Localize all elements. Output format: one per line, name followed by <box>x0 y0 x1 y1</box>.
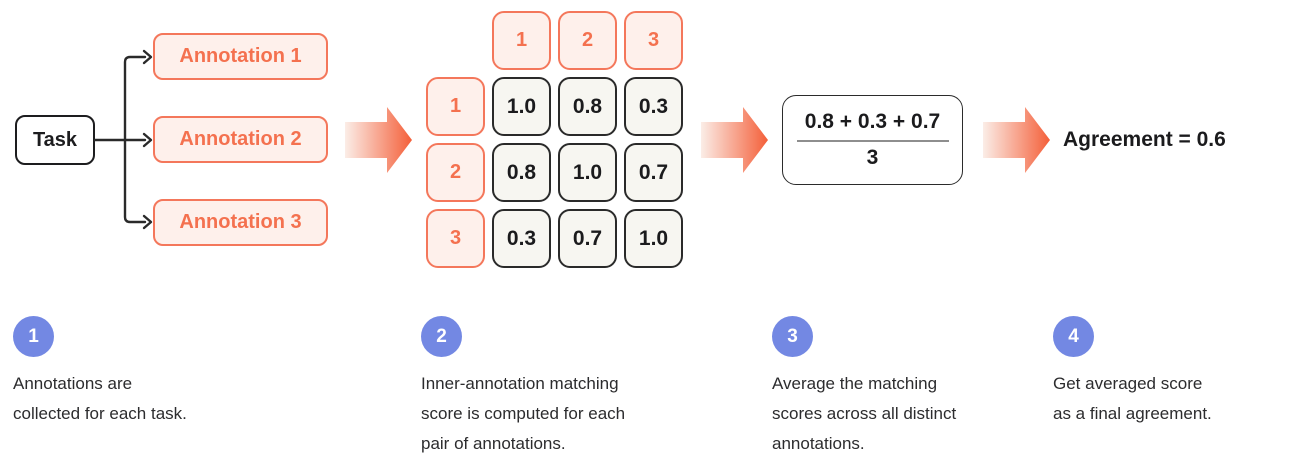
matrix-col-header: 1 <box>492 11 551 70</box>
agreement-result: Agreement = 0.6 <box>1063 128 1226 151</box>
step-4-caption: Get averaged score as a final agreement. <box>1053 369 1212 429</box>
annotation-3-label: Annotation 3 <box>179 211 302 233</box>
matrix-cell: 1.0 <box>624 209 683 268</box>
caption-line: Inner-annotation matching <box>421 374 619 393</box>
matrix-col-header: 2 <box>558 11 617 70</box>
step-2-caption: Inner-annotation matching score is compu… <box>421 369 625 459</box>
caption-line: Annotations are <box>13 374 133 393</box>
matching-matrix: 1 2 3 1 1.0 0.8 0.3 2 0.8 1.0 0.7 3 0.3 … <box>426 11 683 268</box>
matrix-cell: 0.8 <box>492 143 551 202</box>
annotation-2-label: Annotation 2 <box>179 128 302 150</box>
step-1-caption: Annotations are collected for each task. <box>13 369 187 429</box>
matrix-cell: 1.0 <box>492 77 551 136</box>
task-box: Task <box>15 115 95 165</box>
step-2-badge: 2 <box>421 316 462 357</box>
arrowhead-icon <box>142 132 153 148</box>
caption-line: annotations. <box>772 434 865 453</box>
flow-arrow-1-icon <box>345 107 412 173</box>
step-3-badge: 3 <box>772 316 813 357</box>
matrix-col-header: 3 <box>624 11 683 70</box>
matrix-cell: 0.3 <box>624 77 683 136</box>
caption-line: scores across all distinct <box>772 404 957 423</box>
flow-arrow-2-icon <box>701 107 768 173</box>
annotation-1-label: Annotation 1 <box>179 45 302 67</box>
formula-denominator: 3 <box>866 146 879 169</box>
annotation-3-box: Annotation 3 <box>153 199 328 246</box>
matrix-cell: 0.7 <box>558 209 617 268</box>
matrix-row-header: 1 <box>426 77 485 136</box>
arrowhead-icon <box>142 49 153 65</box>
flow-arrow-3-icon <box>983 107 1050 173</box>
average-formula-box: 0.8 + 0.3 + 0.7 3 <box>782 95 963 185</box>
step-3-caption: Average the matching scores across all d… <box>772 369 956 459</box>
step-4: 4 Get averaged score as a final agreemen… <box>1053 316 1212 429</box>
step-1: 1 Annotations are collected for each tas… <box>13 316 187 429</box>
formula-numerator: 0.8 + 0.3 + 0.7 <box>796 110 949 142</box>
task-branch-connector <box>94 49 153 230</box>
annotation-1-box: Annotation 1 <box>153 33 328 80</box>
caption-line: Average the matching <box>772 374 938 393</box>
matrix-cell: 0.7 <box>624 143 683 202</box>
step-2: 2 Inner-annotation matching score is com… <box>421 316 625 459</box>
caption-line: Get averaged score <box>1053 374 1203 393</box>
matrix-cell: 1.0 <box>558 143 617 202</box>
matrix-cell: 0.3 <box>492 209 551 268</box>
matrix-row-header: 2 <box>426 143 485 202</box>
caption-line: pair of annotations. <box>421 434 566 453</box>
annotation-2-box: Annotation 2 <box>153 116 328 163</box>
step-4-badge: 4 <box>1053 316 1094 357</box>
arrowhead-icon <box>142 214 153 230</box>
matrix-row-header: 3 <box>426 209 485 268</box>
task-label: Task <box>32 128 78 151</box>
step-1-badge: 1 <box>13 316 54 357</box>
caption-line: score is computed for each <box>421 404 626 423</box>
step-3: 3 Average the matching scores across all… <box>772 316 956 459</box>
caption-line: as a final agreement. <box>1053 404 1212 423</box>
caption-line: collected for each task. <box>13 404 187 423</box>
matrix-cell: 0.8 <box>558 77 617 136</box>
